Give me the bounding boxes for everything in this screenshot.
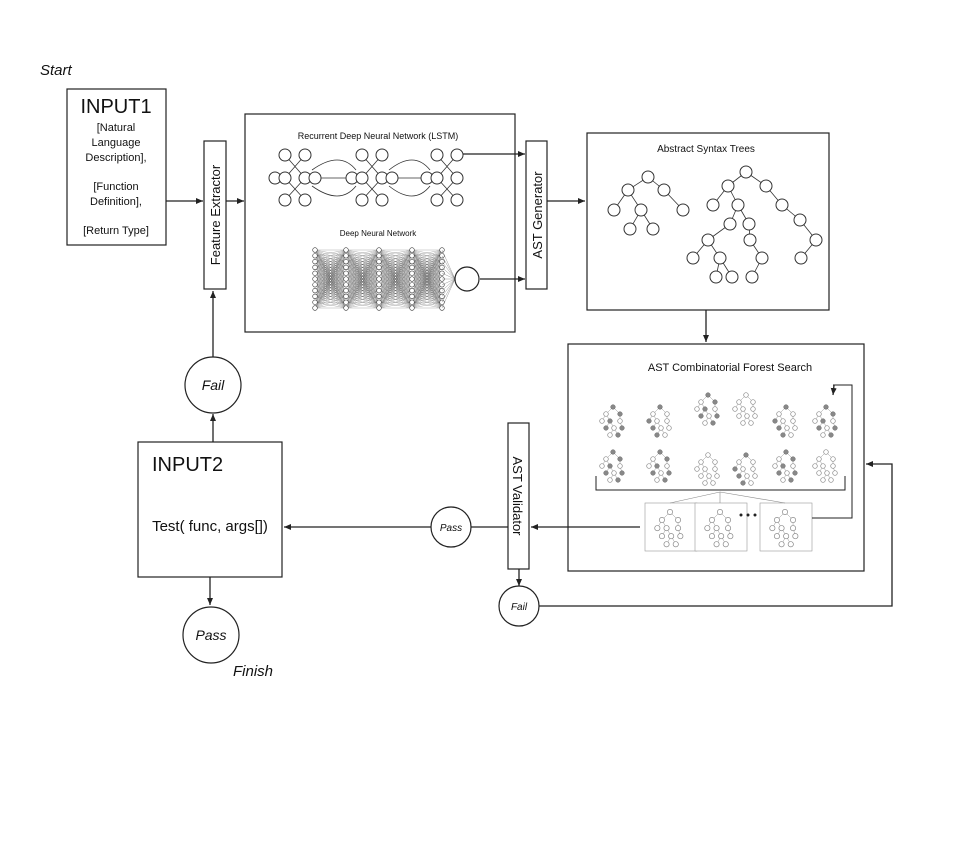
validator-fail-label: Fail	[511, 602, 528, 613]
input2-box: INPUT2 Test( func, args[])	[137, 441, 283, 578]
final-pass-label: Pass	[195, 627, 226, 643]
input1-text-6: [Return Type]	[83, 225, 149, 237]
final-pass-node: Pass	[182, 606, 240, 664]
feature-extractor-label: Feature Extractor	[208, 164, 223, 265]
input1-text-5: Definition],	[90, 196, 142, 208]
start-label: Start	[40, 62, 73, 79]
validator-pass-node: Pass	[430, 506, 472, 548]
ast-tree-large	[686, 165, 823, 284]
dnn-title: Deep Neural Network	[340, 229, 417, 238]
input2-title: INPUT2	[152, 454, 223, 476]
ast-validator-box: AST Validator	[507, 422, 530, 570]
ast-tree-small	[607, 170, 690, 236]
ast-generator-label: AST Generator	[530, 171, 545, 259]
ast-validator-label: AST Validator	[510, 456, 525, 536]
input2-fail-node: Fail	[184, 356, 242, 414]
validator-pass-label: Pass	[440, 523, 462, 534]
input1-text-4: [Function	[93, 181, 138, 193]
input2-fail-label: Fail	[202, 377, 225, 393]
input1-text-2: Language	[92, 137, 141, 149]
validator-fail-node: Fail	[498, 585, 540, 627]
forest-search-box: AST Combinatorial Forest Search	[567, 343, 865, 572]
forest-graphic	[599, 392, 838, 552]
ast-trees-title: Abstract Syntax Trees	[657, 144, 755, 155]
abstract-syntax-trees-box: Abstract Syntax Trees	[586, 132, 830, 311]
dnn-graphic	[312, 247, 480, 311]
input1-text-3: Description],	[85, 152, 146, 164]
forest-title: AST Combinatorial Forest Search	[648, 362, 812, 374]
ast-generator-box: AST Generator	[525, 140, 548, 290]
feature-extractor-box: Feature Extractor	[203, 140, 227, 290]
input2-test: Test( func, args[])	[152, 518, 268, 535]
finish-label: Finish	[233, 663, 273, 680]
lstm-graphic	[268, 148, 464, 207]
arrow-fail-to-forest	[539, 461, 893, 607]
input1-title: INPUT1	[80, 96, 151, 118]
rnn-title: Recurrent Deep Neural Network (LSTM)	[298, 131, 459, 141]
neural-network-panel: Recurrent Deep Neural Network (LSTM)	[244, 113, 516, 333]
input1-box: INPUT1 [Natural Language Description], […	[66, 88, 167, 246]
input1-text-1: [Natural	[97, 122, 136, 134]
